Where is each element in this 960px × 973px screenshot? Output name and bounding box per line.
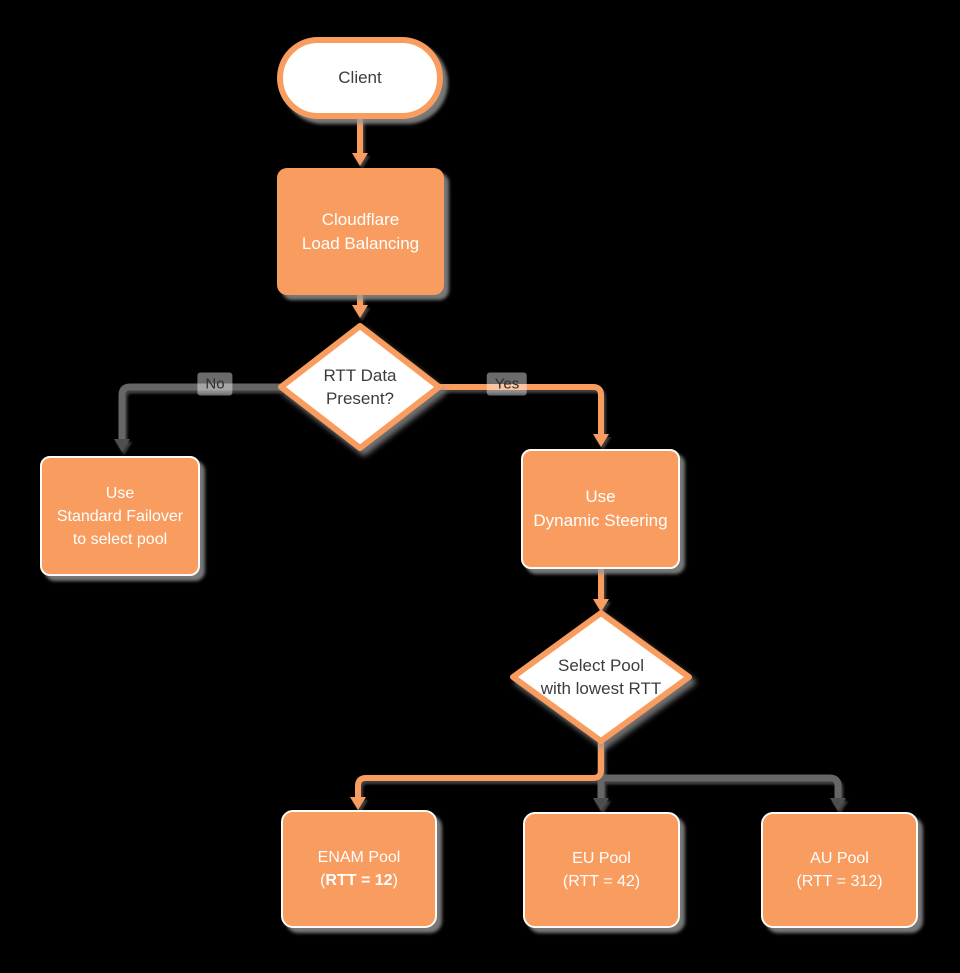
edge-label-yes-text: Yes — [494, 375, 520, 393]
decision-rtt-data-line2: Present? — [325, 389, 395, 408]
node-standard-failover-line3: to select pool — [72, 530, 168, 548]
node-client-label: Client — [338, 68, 382, 87]
enam-rtt-value: RTT = 12 — [325, 872, 393, 889]
node-standard-failover-line2: Standard Failover — [56, 507, 184, 525]
node-eu-pool: EU Pool (RTT = 42) — [523, 812, 680, 928]
node-enam-pool-line2: (RTT = 12) — [320, 869, 398, 892]
edge-label-yes: Yes — [486, 372, 528, 396]
decision-select-pool-line1: Select Pool — [557, 656, 644, 675]
edge-label-no: No — [197, 372, 233, 396]
edge-select-pool-to-au — [601, 774, 846, 811]
node-load-balancing-line2: Load Balancing — [301, 233, 420, 253]
edge-label-no-text: No — [205, 375, 225, 393]
node-standard-failover: Use Standard Failover to select pool — [40, 456, 200, 576]
node-enam-pool-line1: ENAM Pool — [317, 849, 401, 866]
decision-rtt-data-line1: RTT Data — [323, 366, 397, 385]
node-enam-pool: ENAM Pool (RTT = 12) — [281, 810, 437, 928]
decision-select-pool-line2: with lowest RTT — [540, 679, 662, 698]
decision-select-pool-shape — [510, 610, 692, 744]
node-au-pool-line2: (RTT = 312) — [796, 873, 883, 890]
node-load-balancing-line1: Cloudflare — [321, 209, 400, 229]
node-load-balancing: Cloudflare Load Balancing — [277, 168, 444, 295]
node-client: Client — [277, 37, 443, 119]
edge-yes-to-dynamic-steering — [439, 384, 609, 447]
node-au-pool-line1: AU Pool — [810, 850, 869, 867]
node-eu-pool-line2: (RTT = 42) — [562, 873, 641, 890]
enam-rtt-close-paren: ) — [392, 872, 398, 889]
node-eu-pool-line1: EU Pool — [572, 850, 631, 867]
node-au-pool: AU Pool (RTT = 312) — [761, 812, 918, 928]
decision-rtt-data-shape — [278, 323, 442, 451]
edge-select-pool-to-enam — [350, 741, 604, 810]
edge-no-to-standard-failover — [114, 383, 281, 452]
node-dynamic-steering-line2: Dynamic Steering — [533, 511, 668, 530]
node-dynamic-steering-line1: Use — [585, 487, 616, 506]
node-dynamic-steering: Use Dynamic Steering — [521, 449, 680, 569]
decision-rtt-data-label: RTT Data Present? — [280, 326, 440, 448]
decision-select-pool-label: Select Pool with lowest RTT — [513, 613, 689, 741]
node-standard-failover-line1: Use — [105, 484, 135, 502]
enam-rtt-open-paren: ( — [320, 872, 326, 889]
